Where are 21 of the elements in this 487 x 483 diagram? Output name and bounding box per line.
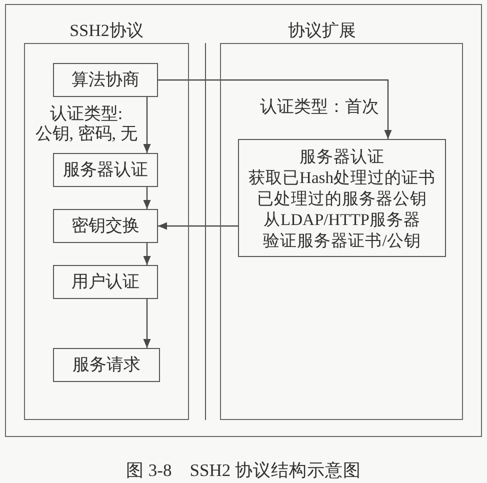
process-box: 服务请求: [53, 348, 160, 382]
box-text: 已处理过的服务器公钥: [257, 188, 427, 208]
arrow: [143, 243, 151, 265]
process-box: 算法协商: [53, 63, 158, 97]
arrow: [143, 187, 151, 209]
figure-caption: 图 3-8 SSH2 协议结构示意图: [126, 459, 361, 481]
process-box: 服务器认证: [53, 153, 158, 187]
outer-frame: [5, 4, 482, 437]
arrow: [143, 299, 151, 348]
info-box: [238, 139, 446, 257]
panel-heading: SSH2协议: [70, 20, 144, 42]
edge-label: 认证类型：首次: [259, 97, 380, 117]
box-text: 从LDAP/HTTP服务器验证服务器证书/公钥: [262, 208, 422, 250]
arrow: [158, 79, 392, 139]
arrow: [158, 222, 238, 230]
box-heading: 服务器认证: [300, 146, 384, 166]
panel-heading: 协议扩展: [288, 20, 356, 42]
arrow: [143, 97, 151, 153]
box-text: 获取已Hash处理过的证书: [248, 166, 436, 188]
process-box: 密钥交换: [53, 209, 158, 243]
process-box: 用户认证: [53, 265, 158, 299]
